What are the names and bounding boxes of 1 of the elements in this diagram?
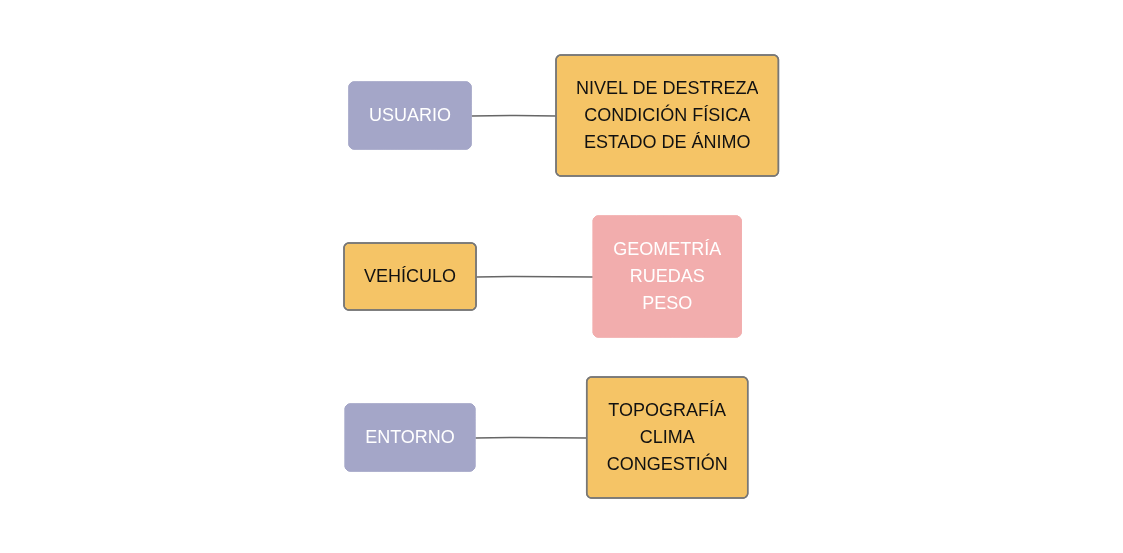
connector [476, 275, 595, 278]
